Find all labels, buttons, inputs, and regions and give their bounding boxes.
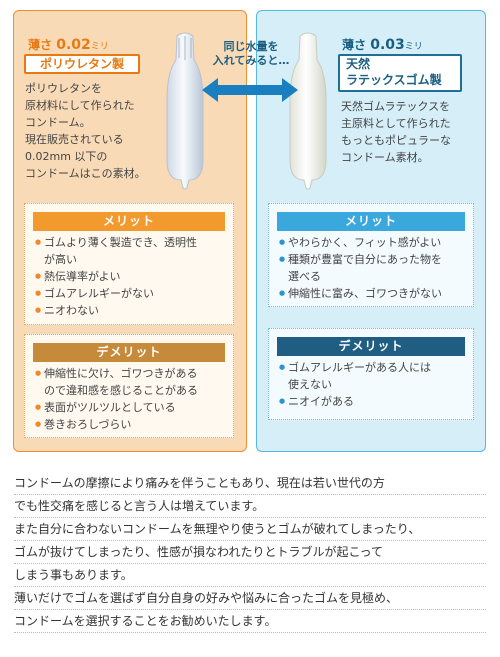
right-desc-line: 主原料として作られた xyxy=(341,117,451,130)
right-desc-line: 天然ゴムラテックスを xyxy=(341,100,451,113)
list-item: ゴムより薄く製造でき、透明性 xyxy=(35,234,227,251)
right-thickness-prefix: 薄さ xyxy=(342,38,367,52)
left-material-label: ポリウレタン製 xyxy=(24,54,140,74)
right-description: 天然ゴムラテックスを 主原料として作られた もっともポピュラーな コンドーム素材… xyxy=(341,98,481,166)
left-demerit-title: デメリット xyxy=(33,343,225,362)
list-item: やわらかく、フィット感がよい xyxy=(279,234,467,251)
left-merit-box: メリット ゴムより薄く製造でき、透明性 が高い 熱伝導率がよい ゴムアレルギーが… xyxy=(24,203,234,325)
paragraph-line: また自分に合わないコンドームを無理やり使うとゴムが破れてしまったり、 xyxy=(14,518,486,541)
paragraph-line: コンドームを選択することをお勧めいたします。 xyxy=(14,610,486,633)
right-demerit-box: デメリット ゴムアレルギーがある人には 使えない ニオイがある xyxy=(268,328,474,420)
list-item: ニオイがある xyxy=(279,393,467,410)
paragraph-line: しまう事もあります。 xyxy=(14,564,486,587)
right-merit-title: メリット xyxy=(277,212,465,231)
list-item: 選べる xyxy=(288,270,321,283)
list-item: 種類が豊富で自分にあった物を xyxy=(279,251,467,268)
paragraph-line: コンドームの摩擦により痛みを伴うこともあり、現在は若い世代の方 xyxy=(14,472,486,495)
right-merit-box: メリット やわらかく、フィット感がよい 種類が豊富で自分にあった物を 選べる 伸… xyxy=(268,203,474,307)
list-item: ニオわない xyxy=(35,302,227,319)
left-desc-line: ポリウレタンを xyxy=(25,82,102,95)
arrow-caption-line: 同じ水量を xyxy=(223,40,279,53)
list-item: ゴムアレルギーがない xyxy=(35,285,227,302)
right-material-line: 天然 xyxy=(346,57,371,71)
paragraph-line: 薄いだけでゴムを選ばず自分自身の好みや悩みに合ったゴムを見極め、 xyxy=(14,587,486,610)
polyurethane-condom-illustration xyxy=(166,32,204,190)
left-desc-line: 0.02mm 以下の xyxy=(25,150,108,163)
right-material-label: 天然 ラテックスゴム製 xyxy=(338,54,462,92)
left-demerit-list: 伸縮性に欠け、ゴワつきがある ので違和感を感じることがある 表面がツルツルとして… xyxy=(35,365,227,433)
latex-condom-illustration xyxy=(289,32,327,190)
list-item: 表面がツルツルとしている xyxy=(35,399,227,416)
right-thickness-number: 0.03 xyxy=(370,37,405,53)
arrow-caption: 同じ水量を 入れてみると… xyxy=(206,40,296,68)
list-item: 巻きおろしづらい xyxy=(35,416,227,433)
list-item: 伸縮性に富み、ゴワつきがない xyxy=(279,285,467,302)
arrow-caption-line: 入れてみると… xyxy=(212,54,290,67)
left-merit-title: メリット xyxy=(33,212,225,231)
right-merit-list: やわらかく、フィット感がよい 種類が豊富で自分にあった物を 選べる 伸縮性に富み… xyxy=(279,234,467,302)
left-thickness-number: 0.02 xyxy=(56,37,91,53)
right-material-line: ラテックスゴム製 xyxy=(346,73,442,87)
right-demerit-list: ゴムアレルギーがある人には 使えない ニオイがある xyxy=(279,359,467,410)
list-item: ゴムアレルギーがある人には xyxy=(279,359,467,376)
left-merit-list: ゴムより薄く製造でき、透明性 が高い 熱伝導率がよい ゴムアレルギーがない ニオ… xyxy=(35,234,227,319)
paragraph-line: でも性交痛を感じると言う人は増えています。 xyxy=(14,495,486,518)
left-thickness-prefix: 薄さ xyxy=(28,38,53,52)
left-desc-line: 現在販売されている xyxy=(25,133,124,146)
list-item: 熱伝導率がよい xyxy=(35,268,227,285)
list-item: 使えない xyxy=(288,378,332,391)
left-desc-line: 原材料にして作られた xyxy=(25,99,135,112)
explanation-paragraph: コンドームの摩擦により痛みを伴うこともあり、現在は若い世代の方 でも性交痛を感じ… xyxy=(14,472,486,633)
left-description: ポリウレタンを 原材料にして作られた コンドーム。 現在販売されている 0.02… xyxy=(25,80,175,182)
right-thickness: 薄さ 0.03ミリ xyxy=(342,36,423,53)
left-desc-line: コンドームはこの素材。 xyxy=(25,167,146,180)
right-desc-line: コンドーム素材。 xyxy=(341,151,429,164)
left-desc-line: コンドーム。 xyxy=(25,116,91,129)
double-arrow-icon xyxy=(202,78,298,102)
paragraph-line: ゴムが抜けてしまったり、性感が損なわれたりとトラブルが起こって xyxy=(14,541,486,564)
right-thickness-unit: ミリ xyxy=(404,42,423,52)
left-thickness-unit: ミリ xyxy=(90,42,109,52)
list-item: 伸縮性に欠け、ゴワつきがある xyxy=(35,365,227,382)
right-desc-line: もっともポピュラーな xyxy=(341,134,451,147)
list-item: が高い xyxy=(44,253,77,266)
left-demerit-box: デメリット 伸縮性に欠け、ゴワつきがある ので違和感を感じることがある 表面がツ… xyxy=(24,334,234,438)
list-item: ので違和感を感じることがある xyxy=(44,384,198,397)
left-thickness: 薄さ 0.02ミリ xyxy=(28,36,109,53)
right-demerit-title: デメリット xyxy=(277,337,465,356)
